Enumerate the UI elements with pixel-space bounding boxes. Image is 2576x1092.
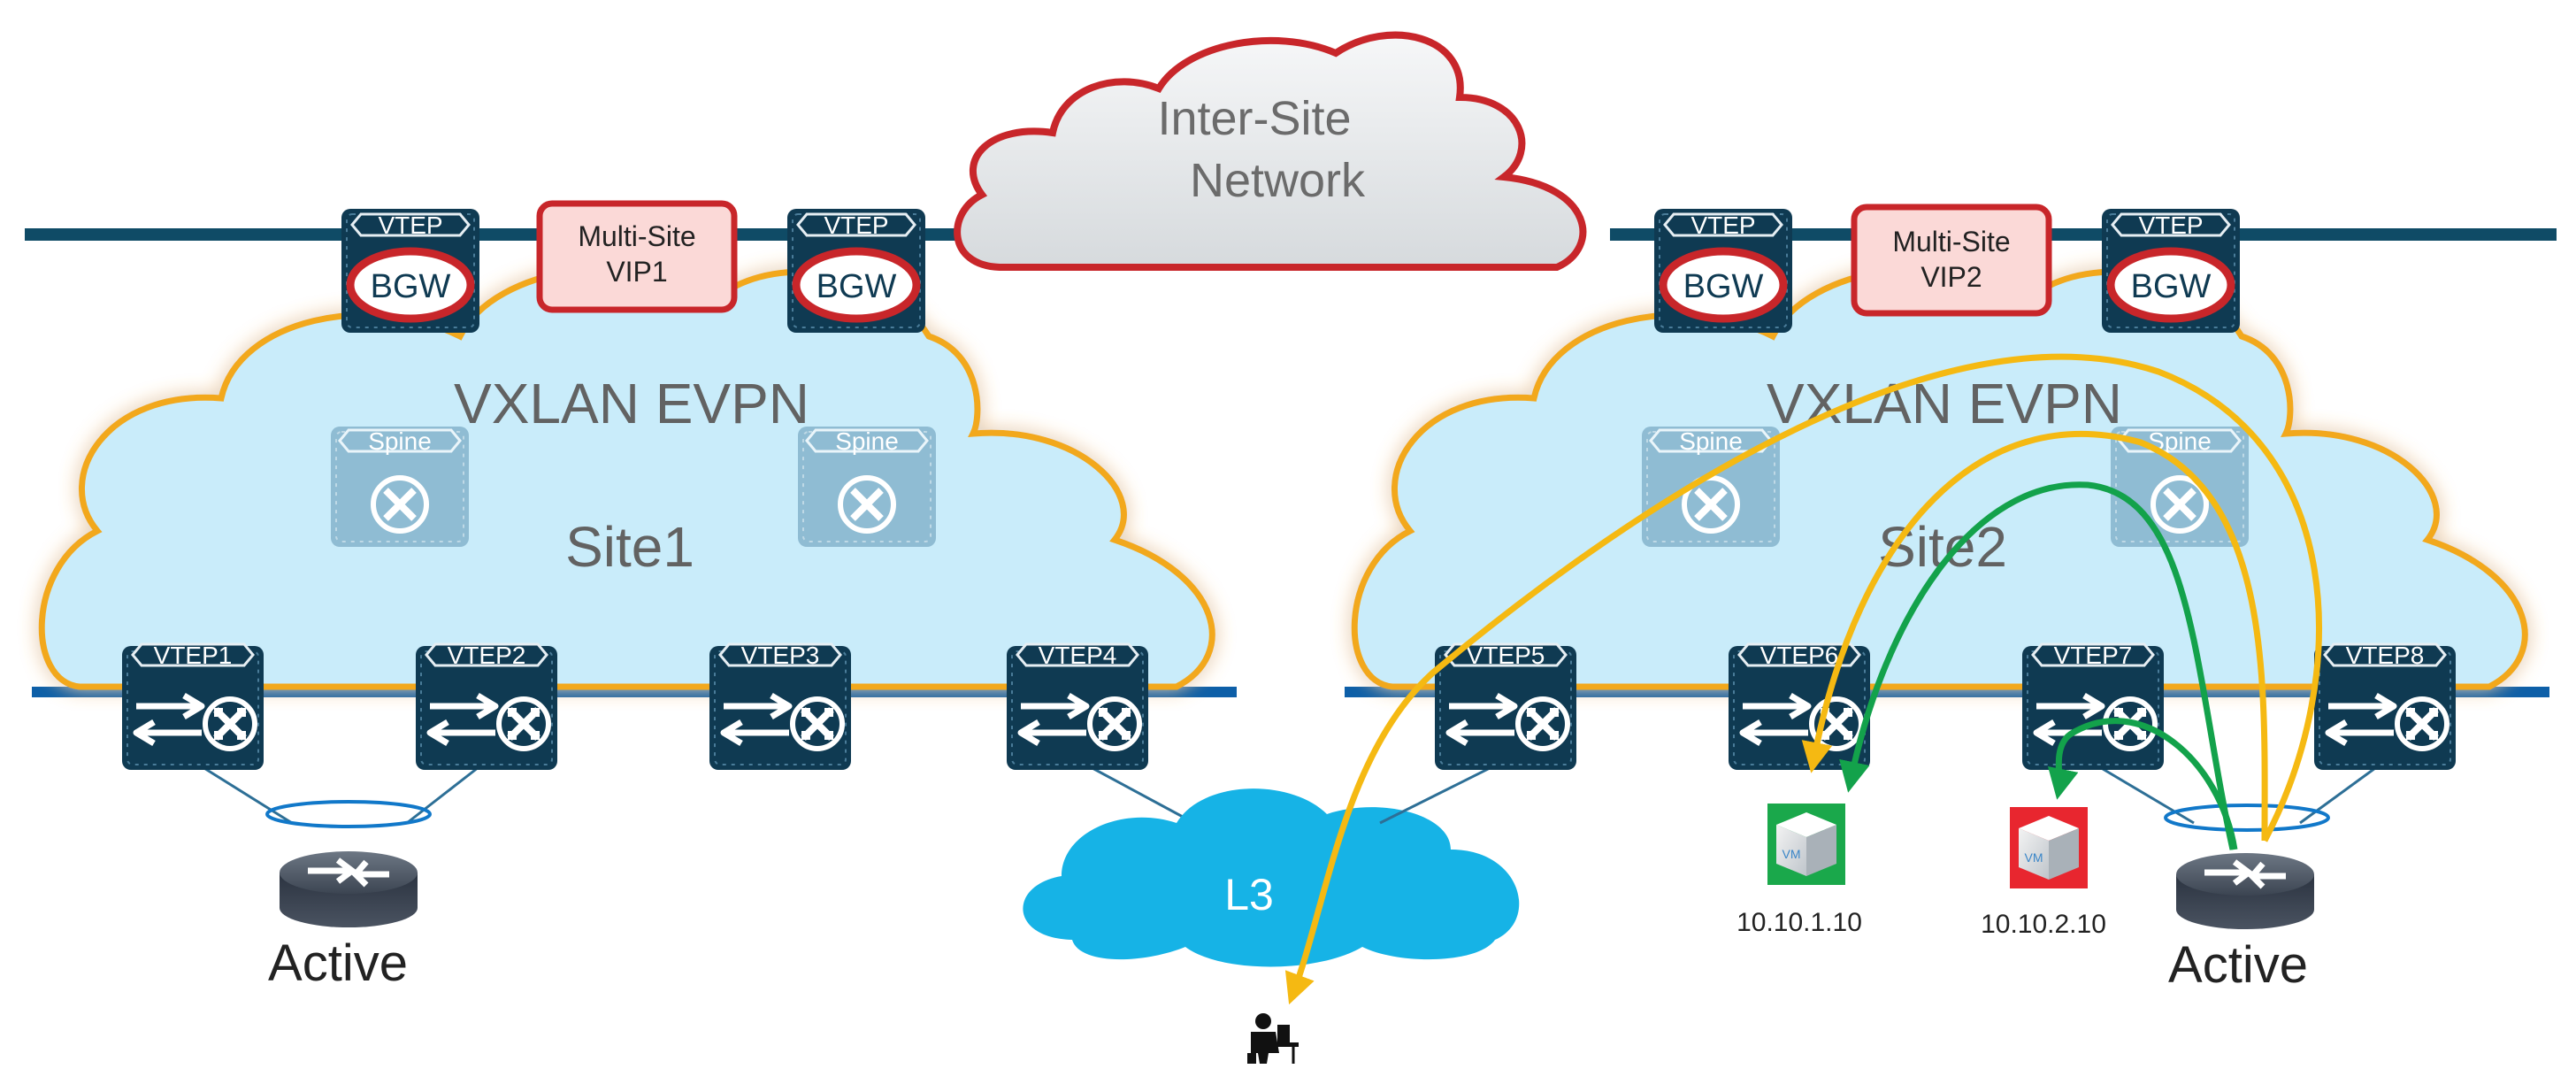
svg-text:VTEP: VTEP	[1690, 211, 1755, 239]
site2-bgw-left[interactable]: VTEP BGW	[1654, 209, 1792, 333]
site1-spine-right[interactable]: Spine	[798, 427, 936, 547]
svg-text:Spine: Spine	[835, 427, 899, 455]
svg-text:VTEP1: VTEP1	[154, 642, 233, 669]
flow-yellow-to-vm1	[1801, 431, 2268, 842]
svg-text:VTEP: VTEP	[824, 211, 888, 239]
svg-text:Multi-Site: Multi-Site	[578, 220, 695, 252]
site1-spine-left[interactable]: Spine	[331, 427, 469, 547]
site2-vip-box: Multi-Site VIP2	[1851, 204, 2052, 317]
site2-bgw-right[interactable]: VTEP BGW	[2102, 209, 2240, 333]
site1-router-label: Active	[268, 934, 408, 992]
svg-text:VTEP: VTEP	[2138, 211, 2203, 239]
site1-router-links	[192, 759, 1195, 828]
inter-site-title-line2: Network	[1190, 154, 1366, 207]
site1-bgw-left[interactable]: VTEP BGW	[341, 209, 479, 333]
flow-yellow-to-user	[1284, 353, 2322, 1005]
svg-text:VTEP2: VTEP2	[448, 642, 526, 669]
site2-vm2-ip: 10.10.2.10	[1981, 910, 2106, 939]
svg-text:BGW: BGW	[1683, 268, 1764, 305]
site2-leaf-vtep8[interactable]: VTEP8	[2314, 642, 2456, 770]
site1-leaf-vtep4[interactable]: VTEP4	[1007, 642, 1148, 770]
svg-text:VTEP7: VTEP7	[2054, 642, 2133, 669]
site2-router[interactable]	[2176, 853, 2314, 929]
inter-site-cloud	[954, 31, 1587, 271]
site1-leaf-vtep3[interactable]: VTEP3	[709, 642, 851, 770]
svg-text:BGW: BGW	[371, 268, 451, 305]
site2-leaf-vtep5[interactable]: VTEP5	[1435, 642, 1576, 770]
svg-text:VM: VM	[1782, 847, 1801, 861]
user-workstation-icon	[1247, 1013, 1299, 1064]
site1-vip-box: Multi-Site VIP1	[536, 200, 738, 313]
site1-fabric-cloud	[38, 265, 1215, 690]
svg-text:BGW: BGW	[2131, 268, 2212, 305]
svg-text:VM: VM	[2025, 850, 2043, 865]
site1-leaf-vtep1[interactable]: VTEP1	[122, 642, 264, 770]
svg-text:VTEP4: VTEP4	[1039, 642, 1117, 669]
l3-cloud	[1023, 788, 1520, 967]
site2-router-links	[1379, 759, 2386, 832]
site2-backbone	[1610, 228, 2557, 241]
svg-text:BGW: BGW	[816, 268, 897, 305]
site2-vm1-ip: 10.10.1.10	[1736, 908, 1862, 937]
site1-router[interactable]	[280, 851, 418, 927]
svg-text:VTEP: VTEP	[378, 211, 442, 239]
flow-green-to-vm1	[1839, 481, 2236, 850]
site2-router-label: Active	[2168, 936, 2308, 994]
l3-label: L3	[1224, 870, 1274, 919]
flow-green-to-vm2	[2047, 718, 2238, 850]
site1-fabric-label: VXLAN EVPN	[454, 372, 809, 435]
site1-leaf-vtep2[interactable]: VTEP2	[416, 642, 557, 770]
svg-text:VIP1: VIP1	[606, 256, 667, 288]
svg-text:VTEP6: VTEP6	[1760, 642, 1839, 669]
site1-bgw-right[interactable]: VTEP BGW	[787, 209, 925, 333]
site2-spine-left[interactable]: Spine	[1642, 427, 1780, 547]
svg-text:VIP2: VIP2	[1920, 261, 1982, 293]
site2-fabric-cloud	[1351, 265, 2528, 690]
svg-text:Spine: Spine	[1679, 427, 1743, 455]
svg-text:VTEP5: VTEP5	[1467, 642, 1545, 669]
svg-text:Spine: Spine	[368, 427, 432, 455]
site2-vm2-icon[interactable]: VM	[2010, 807, 2088, 888]
svg-text:VTEP8: VTEP8	[2346, 642, 2425, 669]
site2-leaf-vtep6[interactable]: VTEP6	[1729, 642, 1870, 770]
inter-site-title-line1: Inter-Site	[1157, 92, 1351, 145]
site2-vm1-icon[interactable]: VM	[1767, 804, 1845, 885]
site1-site-label: Site1	[565, 515, 694, 579]
site2-leaf-vtep7[interactable]: VTEP7	[2022, 642, 2164, 770]
site2-fabric-label: VXLAN EVPN	[1767, 372, 2122, 435]
svg-text:Multi-Site: Multi-Site	[1892, 226, 2010, 258]
svg-text:VTEP3: VTEP3	[741, 642, 820, 669]
